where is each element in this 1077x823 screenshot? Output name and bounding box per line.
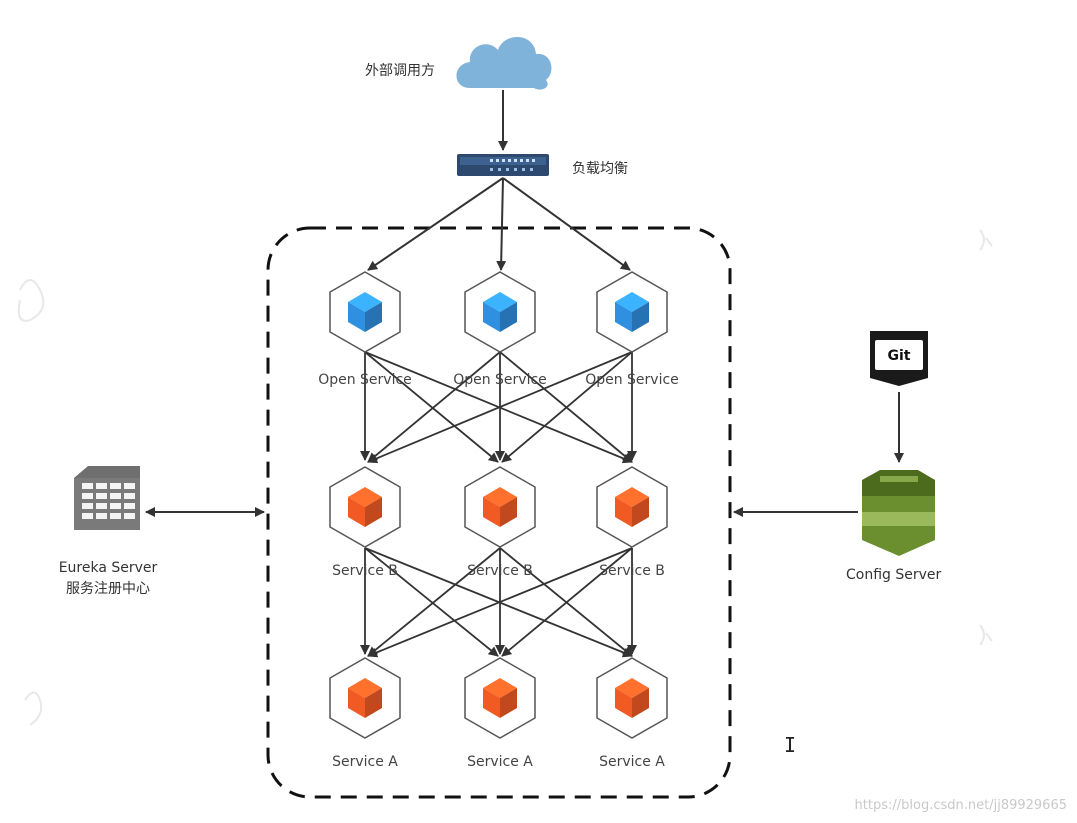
service-a-label: Service A bbox=[599, 754, 665, 770]
config-server-label: Config Server bbox=[846, 567, 942, 583]
service-a-node bbox=[596, 657, 668, 739]
service-cluster-boundary bbox=[266, 226, 732, 799]
service-b-node bbox=[596, 466, 668, 548]
cube-face bbox=[615, 497, 632, 527]
service-a-node bbox=[329, 657, 401, 739]
decorative-marks bbox=[17, 229, 993, 726]
eureka-server-label: Eureka Server bbox=[58, 560, 158, 576]
cube-face bbox=[483, 302, 500, 332]
watermark: https://blog.csdn.net/jj89929665 bbox=[854, 798, 1067, 813]
text-cursor-icon: I bbox=[784, 733, 797, 757]
switch-icon bbox=[457, 154, 549, 176]
cube-face bbox=[632, 688, 649, 718]
cube-face bbox=[632, 302, 649, 332]
cube-face bbox=[365, 497, 382, 527]
cube-face bbox=[348, 302, 365, 332]
cube-face bbox=[483, 497, 500, 527]
config-server-icon bbox=[862, 470, 935, 556]
cube-face bbox=[632, 497, 649, 527]
service-a-label: Service A bbox=[332, 754, 398, 770]
open-service-label: Open Service bbox=[453, 372, 547, 388]
cube-face bbox=[348, 497, 365, 527]
open-service-label: Open Service bbox=[318, 372, 412, 388]
service-b-node bbox=[464, 466, 536, 548]
service-b-label: Service B bbox=[599, 563, 665, 579]
cube-face bbox=[365, 688, 382, 718]
service-a-node bbox=[464, 657, 536, 739]
open-to-b-arrows bbox=[360, 351, 637, 464]
cube-face bbox=[365, 302, 382, 332]
cube-face bbox=[500, 302, 517, 332]
git-icon bbox=[870, 331, 928, 386]
caller-label: 外部调用方 bbox=[365, 63, 435, 79]
cube-face bbox=[348, 688, 365, 718]
cube-face bbox=[500, 688, 517, 718]
open-service-node bbox=[596, 271, 668, 353]
cube-face bbox=[615, 688, 632, 718]
cube-face bbox=[615, 302, 632, 332]
load-balancer-label: 负载均衡 bbox=[572, 161, 628, 177]
git-label: Git bbox=[887, 348, 911, 364]
service-b-label: Service B bbox=[332, 563, 398, 579]
open-service-node bbox=[464, 271, 536, 353]
server-icon bbox=[74, 466, 140, 530]
cloud-icon bbox=[456, 36, 552, 90]
service-b-node bbox=[329, 466, 401, 548]
open-service-label: Open Service bbox=[585, 372, 679, 388]
service-b-label: Service B bbox=[467, 563, 533, 579]
lb-arrows bbox=[367, 177, 631, 271]
cube-face bbox=[483, 688, 500, 718]
open-service-node bbox=[329, 271, 401, 353]
cube-face bbox=[500, 497, 517, 527]
b-to-a-arrows bbox=[360, 547, 637, 658]
service-a-label: Service A bbox=[467, 754, 533, 770]
eureka-subtitle-label: 服务注册中心 bbox=[66, 581, 150, 597]
